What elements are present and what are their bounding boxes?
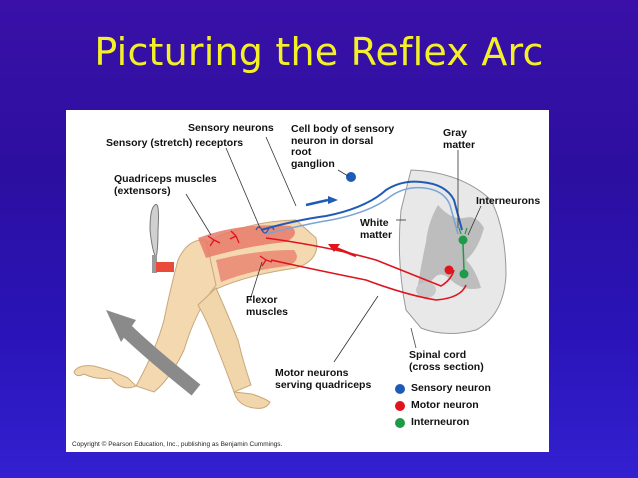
gray-matter-shape xyxy=(418,205,484,289)
legend-label: Sensory neuron xyxy=(411,382,491,394)
leader-lines xyxy=(185,136,482,363)
motor-neuron-cell-body xyxy=(444,265,454,275)
legend-sensory-dot xyxy=(395,384,405,394)
kick-movement-arrow xyxy=(119,323,201,396)
label-flexor: Flexor muscles xyxy=(246,294,289,318)
label-cell-body: Cell body of sensory neuron in dorsal ro… xyxy=(291,123,395,170)
label-gray-matter: Gray matter xyxy=(443,127,476,151)
label-spinal-cord: Spinal cord (cross section) xyxy=(409,349,484,373)
label-white-matter: White matter xyxy=(360,217,393,241)
motor-neuron-path-quadriceps xyxy=(265,237,455,287)
stretch-receptor xyxy=(255,226,275,234)
interneuron-cell-body xyxy=(458,235,468,245)
legend-interneuron-dot xyxy=(395,418,405,428)
legend-label: Motor neuron xyxy=(411,399,479,411)
copyright-notice: Copyright © Pearson Education, Inc., pub… xyxy=(72,441,283,448)
label-motor-neurons: Motor neurons serving quadriceps xyxy=(275,367,372,391)
reflex-hammer xyxy=(149,204,174,273)
dorsal-root-ganglion-cell-body xyxy=(346,172,356,182)
spinal-cord-cross-section xyxy=(398,169,507,334)
label-sensory-neurons: Sensory neurons xyxy=(188,122,274,134)
motor-neuron-path-flexor xyxy=(270,259,467,301)
label-sensory-receptors: Sensory (stretch) receptors xyxy=(106,137,244,149)
reflex-arc-illustration xyxy=(73,136,507,428)
label-quadriceps: Quadriceps muscles (extensors) xyxy=(114,173,217,197)
interneuron-cell-body xyxy=(459,269,469,279)
label-interneurons: Interneurons xyxy=(476,195,541,207)
motor-end-plates xyxy=(207,230,273,267)
reflex-arc-diagram: Sensory neurons Sensory (stretch) recept… xyxy=(66,110,549,452)
slide-title: Picturing the Reflex Arc xyxy=(94,30,544,74)
legend-label: Interneuron xyxy=(411,416,470,428)
legend-motor-dot xyxy=(395,401,405,411)
sensory-neuron-path xyxy=(260,180,463,231)
